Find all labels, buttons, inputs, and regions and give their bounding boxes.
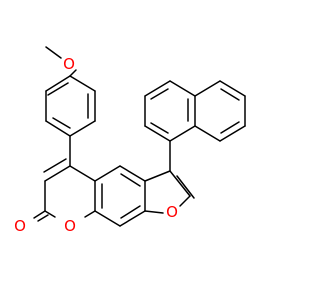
methoxy-oxygen-label: O xyxy=(63,55,75,73)
carbonyl-oxygen-label: O xyxy=(14,217,26,235)
chemical-structure-diagram: O O O O xyxy=(14,46,246,235)
structure-canvas: O O O O xyxy=(14,46,246,235)
furan-oxygen-label: O xyxy=(166,203,178,221)
bond-lines xyxy=(33,46,246,227)
pyranone-ring-oxygen-label: O xyxy=(64,217,76,235)
atom-labels: O O O O xyxy=(14,55,178,235)
